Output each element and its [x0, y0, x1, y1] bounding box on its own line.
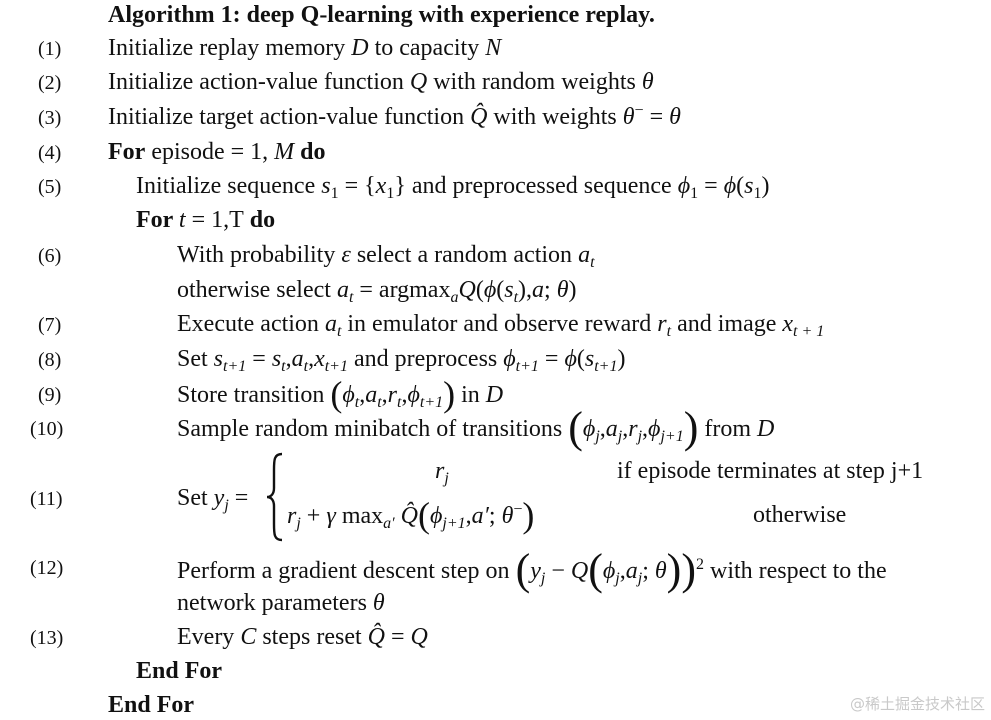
- step-6: With probability ε select a random actio…: [177, 242, 595, 271]
- line-number-8: (8): [38, 349, 62, 371]
- case-1-condition: if episode terminates at step j+1: [617, 458, 924, 484]
- line-number-12: (12): [30, 557, 64, 579]
- cases-brace: [266, 452, 283, 542]
- end-outer-loop: End For: [108, 692, 195, 718]
- case-2-value: rj + γ maxa′ Q̂(ϕj+1,a′; θ−): [287, 495, 535, 535]
- watermark: @稀土掘金技术社区: [849, 695, 985, 713]
- line-number-11: (11): [30, 488, 63, 510]
- line-number-2: (2): [38, 72, 62, 94]
- step-10: Sample random minibatch of transitions (…: [177, 403, 775, 452]
- step-9: Store transition (ϕt,at,rt,ϕt+1) in D: [177, 374, 504, 414]
- step-2: Initialize action-value function Q with …: [108, 69, 654, 95]
- step-12: Perform a gradient descent step on (yj −…: [177, 545, 887, 594]
- line-number-4: (4): [38, 142, 62, 164]
- step-13: Every C steps reset Q̂ = Q: [177, 624, 428, 650]
- line-number-6: (6): [38, 245, 62, 267]
- step-3: Initialize target action-value function …: [108, 102, 681, 131]
- line-number-5: (5): [38, 176, 62, 198]
- line-number-10: (10): [30, 418, 64, 440]
- line-number-3: (3): [38, 107, 62, 129]
- line-number-7: (7): [38, 314, 62, 336]
- step-11-lhs: Set yj =: [177, 485, 249, 514]
- step-1: Initialize replay memory D to capacity N: [108, 35, 502, 61]
- step-5: Initialize sequence s1 = {x1} and prepro…: [136, 173, 770, 202]
- case-2-condition: otherwise: [753, 502, 847, 528]
- line-number-13: (13): [30, 627, 64, 649]
- end-inner-loop: End For: [136, 658, 223, 684]
- inner-loop-header: For t = 1,T do: [136, 207, 276, 233]
- step-12-continued: network parameters θ: [177, 590, 385, 616]
- step-6-otherwise: otherwise select at = argmaxaQ(ϕ(st),a; …: [177, 277, 577, 306]
- step-4: For episode = 1, M do: [108, 139, 326, 165]
- step-7: Execute action at in emulator and observ…: [177, 311, 825, 340]
- case-1-value: rj: [435, 458, 449, 487]
- algorithm-title: Algorithm 1: deep Q-learning with experi…: [108, 2, 655, 28]
- line-number-9: (9): [38, 384, 62, 406]
- line-number-1: (1): [38, 38, 62, 60]
- step-8: Set st+1 = st,at,xt+1 and preprocess ϕt+…: [177, 346, 626, 375]
